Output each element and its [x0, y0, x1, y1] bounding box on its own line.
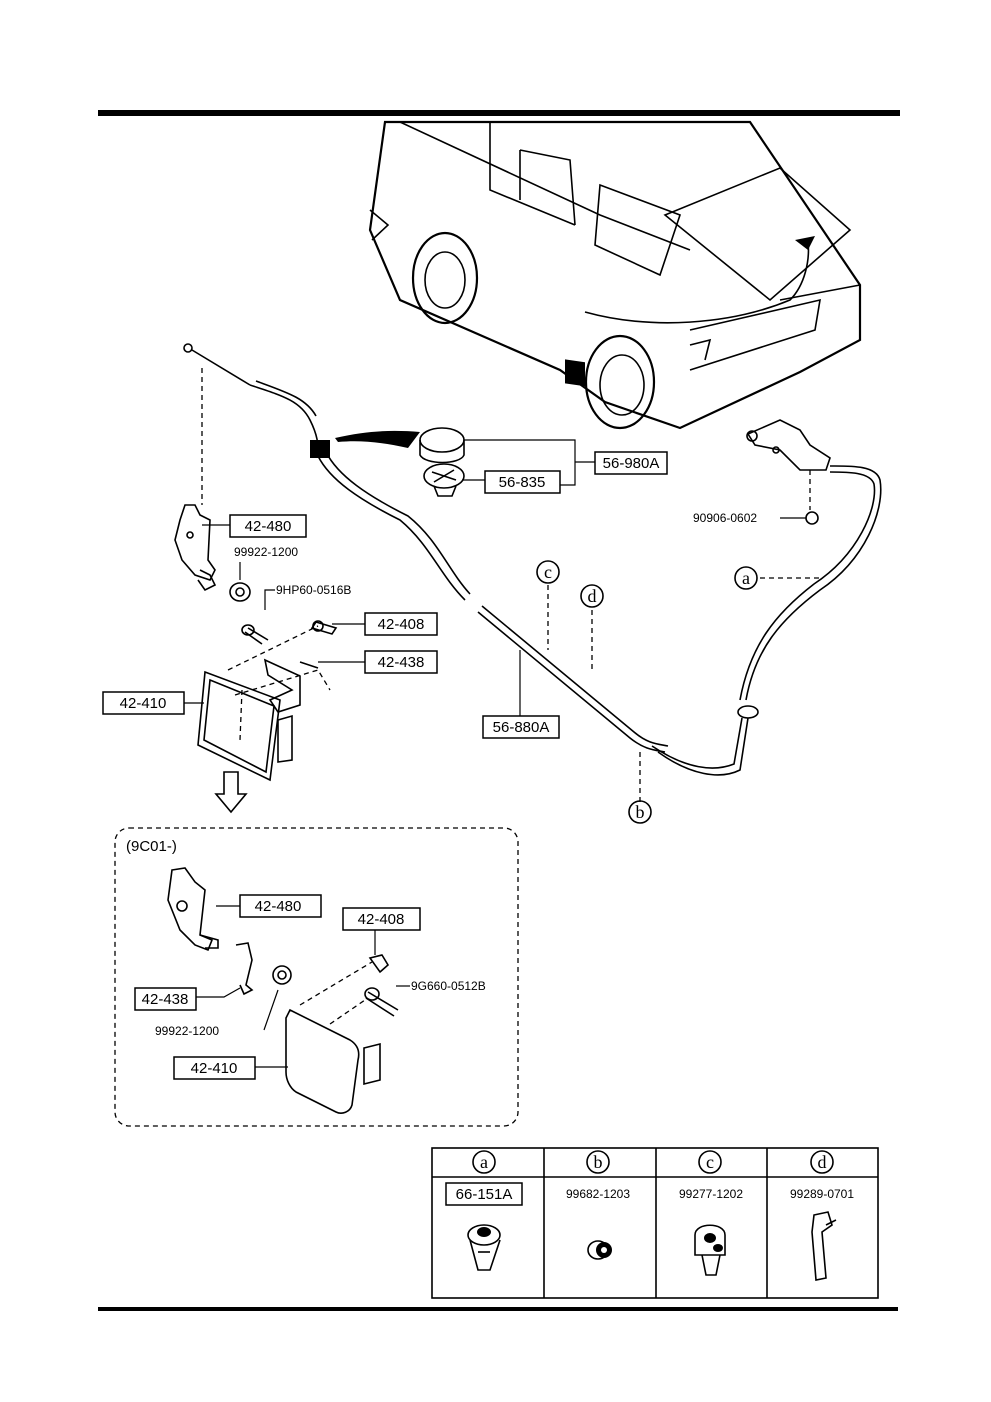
- legend-col-b: b 99682-1203: [566, 1150, 630, 1260]
- svg-text:c: c: [544, 562, 552, 582]
- variant-parts-icon: [167, 867, 399, 1114]
- part-label-cap-assy: 56-980A: [603, 455, 660, 472]
- svg-text:b: b: [636, 802, 645, 822]
- variant-box: (9C01-) 42-480 42-408 9G660-0512: [114, 827, 519, 1127]
- leader-lines: [184, 439, 822, 802]
- part-label-bolt-var: 9G660-0512B: [411, 979, 486, 993]
- part-label-stopper-var: 42-408: [358, 911, 405, 928]
- part-label-nut-top: 99922-1200: [234, 545, 298, 559]
- callout-var-42-410: 42-410: [173, 1056, 256, 1080]
- legend-part-b: 99682-1203: [566, 1187, 630, 1201]
- svg-text:b: b: [594, 1152, 603, 1172]
- part-label-nut-var: 99922-1200: [155, 1024, 219, 1038]
- callout-circle-a: a: [734, 566, 758, 590]
- fuel-cap-icon: [419, 427, 465, 497]
- callout-circle-d: d: [580, 584, 604, 608]
- part-label-lever-var: 42-480: [255, 898, 302, 915]
- callout-42-480: 42-480: [229, 514, 307, 538]
- svg-text:d: d: [588, 586, 597, 606]
- part-label-hinge-var: 42-438: [142, 991, 189, 1008]
- callout-56-980A: 56-980A: [594, 451, 668, 475]
- part-label-bolt-right: 90906-0602: [693, 511, 757, 525]
- fuel-lid-on-van: [565, 359, 585, 387]
- bottom-rule: [98, 1307, 898, 1311]
- callout-42-410: 42-410: [102, 691, 185, 715]
- callout-var-42-438: 42-438: [134, 987, 197, 1011]
- tie-d-icon: [811, 1211, 837, 1281]
- cable-end-bracket-icon: [746, 419, 831, 525]
- opener-cable: [183, 343, 882, 776]
- variant-label: (9C01-): [126, 838, 177, 855]
- legend-table: a 66-151A b 99682-1203 c 99277-1202: [431, 1147, 879, 1299]
- part-label-bolt-top: 9HP60-0516B: [276, 583, 351, 597]
- svg-text:a: a: [480, 1152, 488, 1172]
- callout-56-835: 56-835: [484, 470, 561, 494]
- lever-assembly-icon: [174, 368, 338, 782]
- svg-text:d: d: [818, 1152, 827, 1172]
- part-label-hinge-top: 42-438: [378, 654, 425, 671]
- part-label-cap-ring: 56-835: [499, 474, 546, 491]
- legend-col-c: c 99277-1202: [679, 1150, 743, 1276]
- grommet-b-icon: [587, 1240, 612, 1260]
- callout-circle-b: b: [628, 800, 652, 824]
- callout-42-408: 42-408: [364, 612, 438, 636]
- part-label-lid-var: 42-410: [191, 1060, 238, 1077]
- callout-42-438: 42-438: [364, 650, 438, 674]
- legend-col-a: a 66-151A: [445, 1150, 523, 1271]
- svg-text:c: c: [706, 1152, 714, 1172]
- part-label-lever-top: 42-480: [245, 518, 292, 535]
- arrow-down-icon: [214, 771, 248, 814]
- callout-circle-c: c: [536, 560, 560, 584]
- callout-56-880A: 56-880A: [482, 715, 560, 739]
- callout-var-42-480: 42-480: [239, 894, 322, 918]
- clip-c-icon: [694, 1224, 726, 1276]
- legend-part-a: 66-151A: [456, 1186, 513, 1203]
- top-rule: [98, 110, 900, 116]
- legend-col-d: d 99289-0701: [790, 1150, 854, 1281]
- part-label-stopper-top: 42-408: [378, 616, 425, 633]
- part-label-lid-top: 42-410: [120, 695, 167, 712]
- van-illustration: [368, 120, 862, 430]
- svg-text:a: a: [742, 568, 750, 588]
- legend-part-c: 99277-1202: [679, 1187, 743, 1201]
- callout-var-42-408: 42-408: [342, 907, 421, 931]
- part-label-cable: 56-880A: [493, 719, 550, 736]
- clip-a-icon: [467, 1224, 501, 1271]
- legend-part-d: 99289-0701: [790, 1187, 854, 1201]
